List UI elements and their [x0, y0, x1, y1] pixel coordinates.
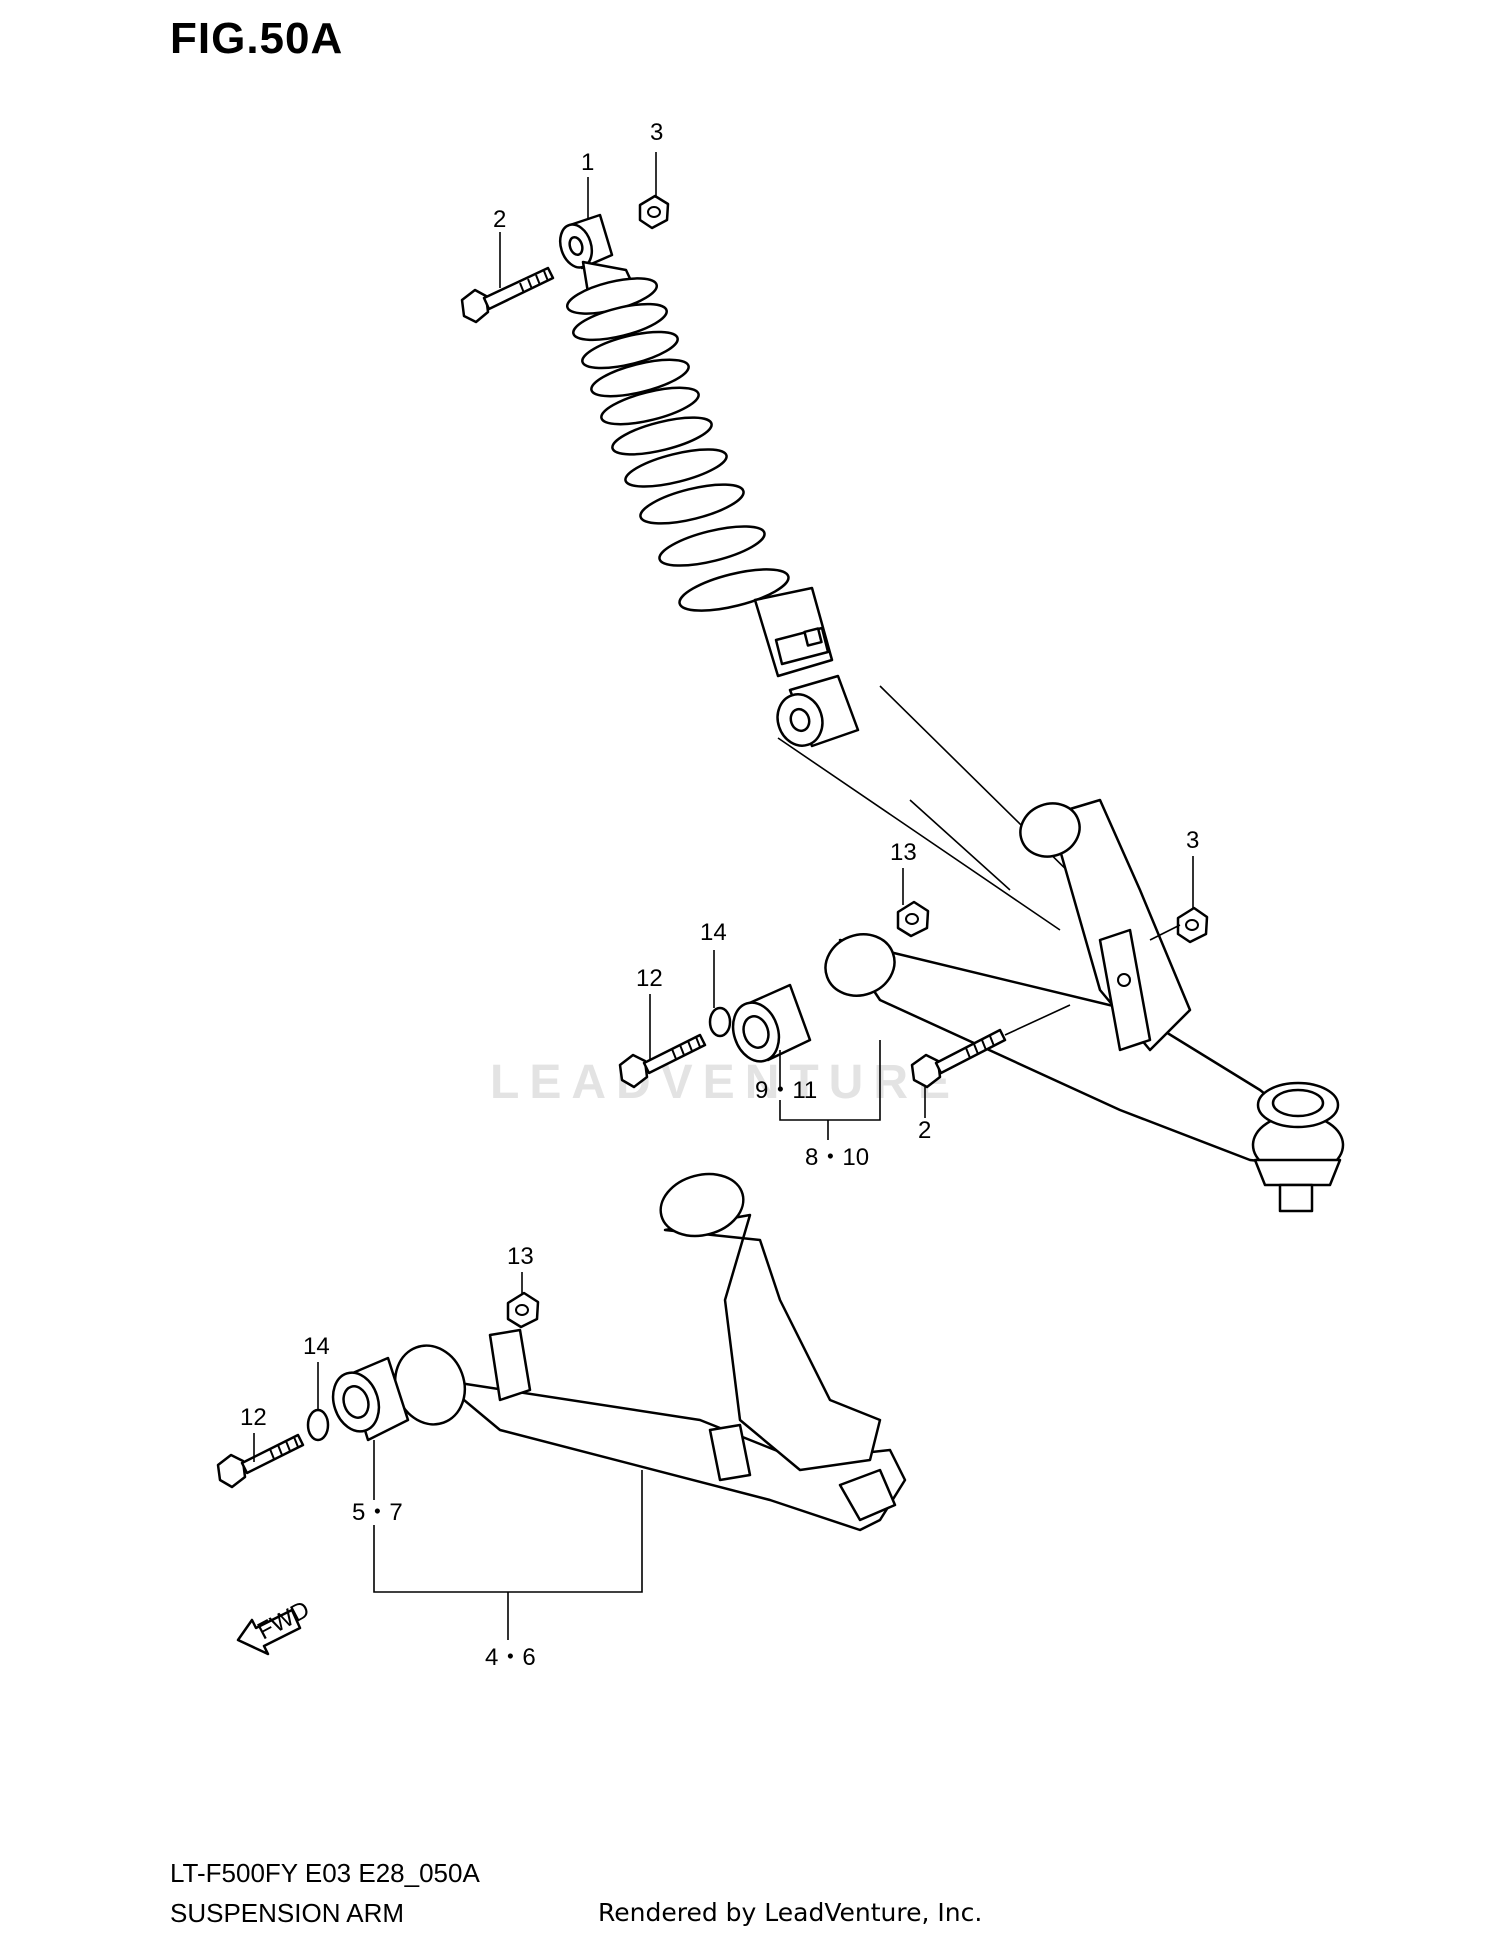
callout-8-10: 8・10 [805, 1144, 869, 1171]
part-13-nut-upper [896, 900, 930, 938]
part-13-nut-lower [506, 1291, 540, 1329]
bolt-2-leader [1004, 1004, 1071, 1036]
callout-leaders [253, 152, 1194, 1640]
model-code: LT-F500FY E03 E28_050A [170, 1858, 480, 1888]
callout-13-lower: 13 [507, 1243, 534, 1270]
part-9-11-bushing [731, 983, 812, 1063]
part-5-7-bushing [331, 1356, 410, 1442]
watermark-text: LEADVENTURE [490, 1056, 961, 1109]
upper-suspension-arm [824, 798, 1345, 1213]
lower-suspension-arm [393, 1172, 907, 1532]
part-1-top-bushing [558, 213, 614, 270]
callout-5-7: 5・7 [352, 1499, 403, 1526]
fwd-label: FWD [253, 1596, 314, 1645]
part-2-bolt-lower [910, 1028, 1007, 1089]
callout-13-upper: 13 [890, 839, 917, 866]
part-3-nut-top [638, 194, 670, 230]
part-14-washer-lower [306, 1408, 330, 1442]
callout-14-upper: 14 [700, 919, 727, 946]
callout-3-right: 3 [1186, 827, 1199, 854]
part-3-nut-right [1176, 906, 1209, 944]
shock-lower-eye [776, 674, 860, 748]
callout-9-11: 9・11 [755, 1077, 817, 1104]
callout-2-lower: 2 [918, 1117, 931, 1144]
callout-2-top: 2 [493, 206, 506, 233]
part-14-washer-upper [708, 1006, 732, 1038]
callout-14-lower: 14 [303, 1333, 330, 1360]
part-2-bolt-top [460, 266, 555, 324]
nut-3-leader [1149, 924, 1181, 941]
figure-title: FIG.50A [170, 14, 344, 63]
shock-absorber [460, 194, 860, 748]
section-name: SUSPENSION ARM [170, 1898, 405, 1928]
callout-3-top: 3 [650, 119, 663, 146]
rendered-by-credit: Rendered by LeadVenture, Inc. [598, 1898, 983, 1927]
callout-12-lower: 12 [240, 1404, 267, 1431]
part-12-bolt-upper [618, 1033, 707, 1089]
coil-spring [565, 260, 790, 612]
callout-1: 1 [581, 149, 594, 176]
fwd-arrow-icon [236, 1608, 302, 1656]
callout-12-upper: 12 [636, 965, 663, 992]
part-12-bolt-lower [216, 1433, 305, 1489]
damper-body [753, 586, 834, 678]
shock-leader-lines [777, 685, 1091, 931]
callout-4-6: 4・6 [485, 1644, 536, 1671]
